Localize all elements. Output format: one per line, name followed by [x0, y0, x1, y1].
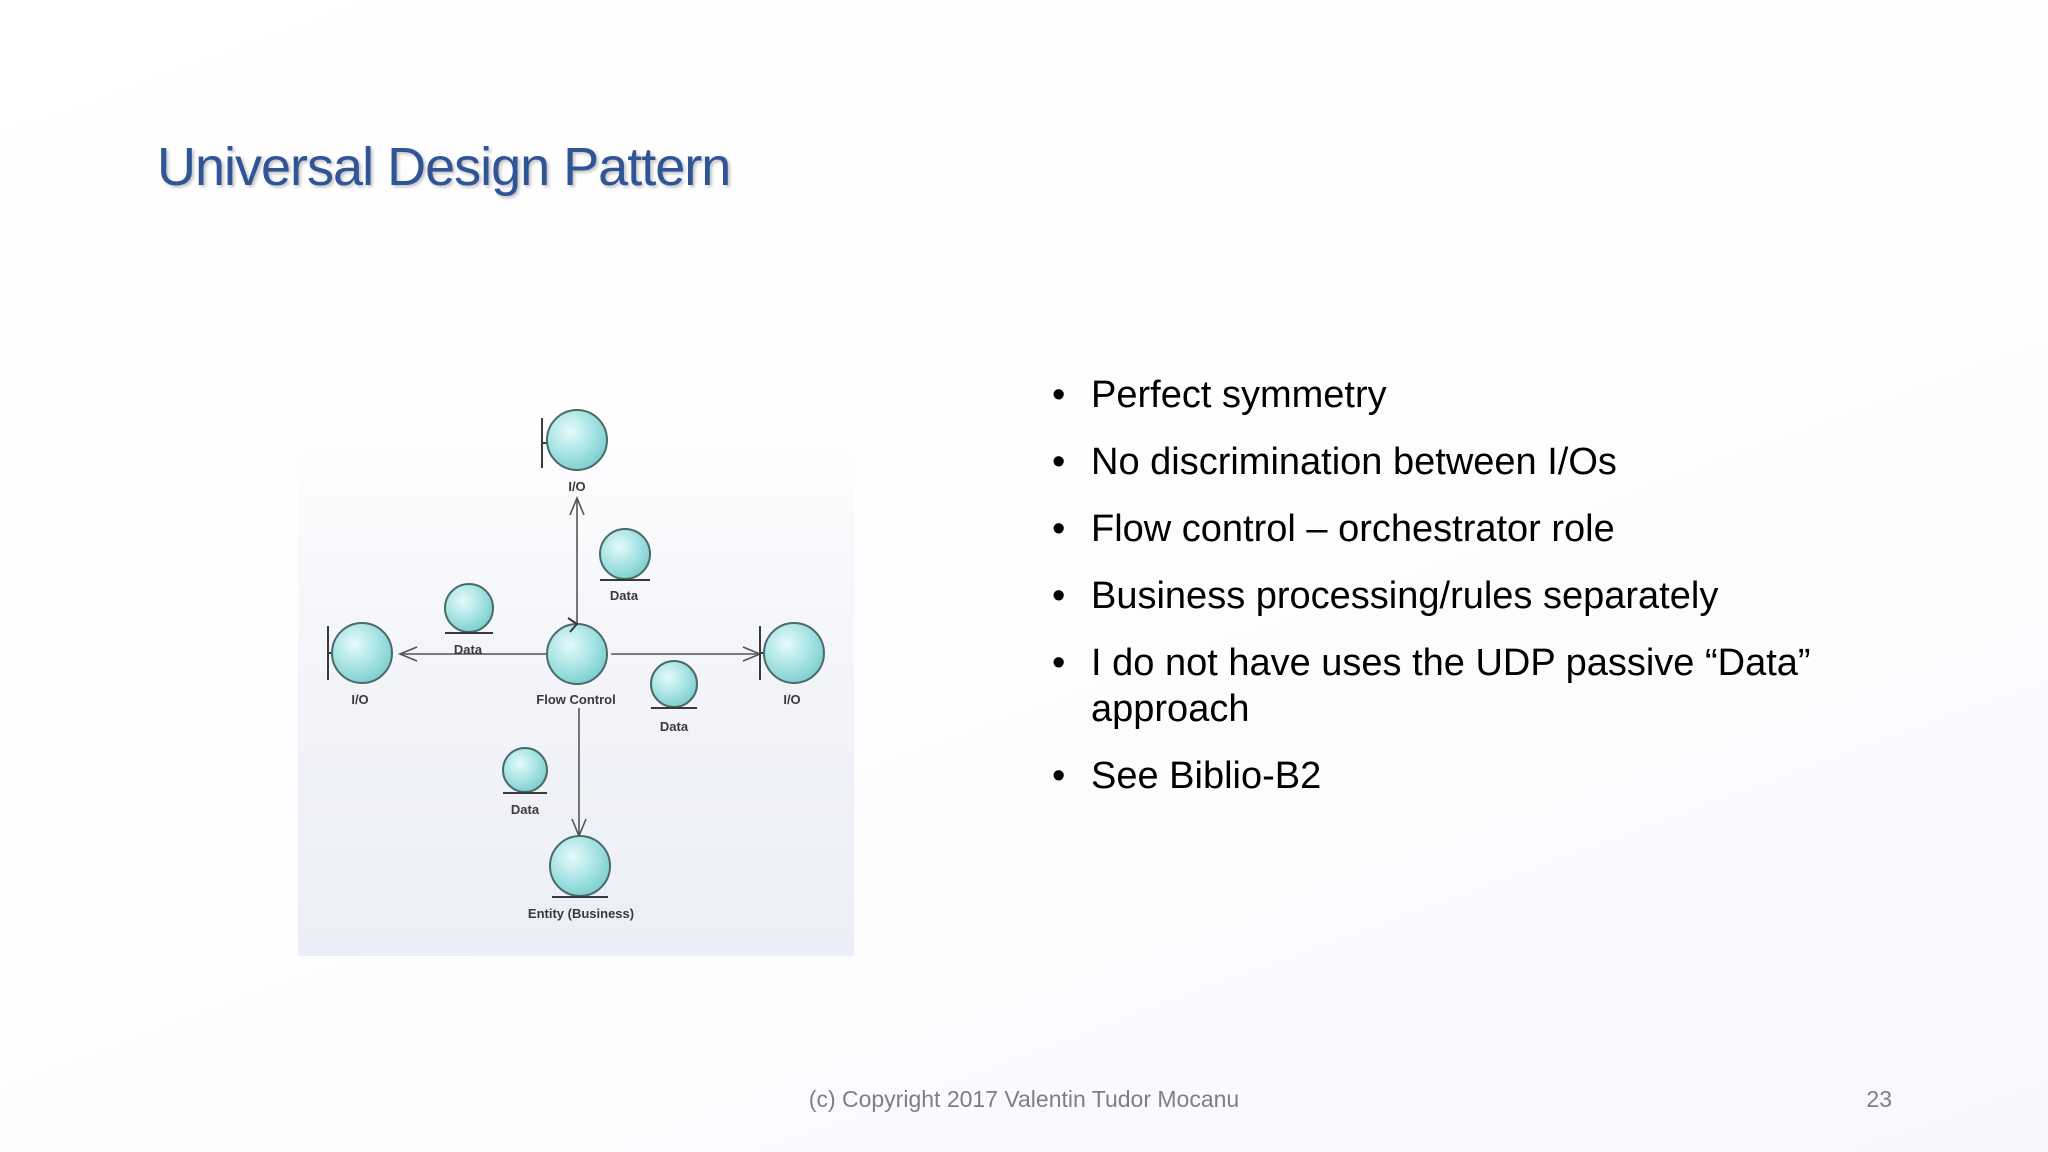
io-right-label: I/O [783, 692, 800, 707]
io-left-label: I/O [351, 692, 368, 707]
bullet-item: No discrimination between I/Os [1052, 439, 1952, 485]
io-top-node: I/O [541, 409, 608, 494]
flow-control-node: Flow Control [536, 617, 616, 707]
slide-title: Universal Design Pattern [157, 137, 731, 197]
copyright-footer: (c) Copyright 2017 Valentin Tudor Mocanu [808, 1086, 1240, 1112]
bullet-item: Perfect symmetry [1052, 372, 1952, 418]
data-label-2: Data [454, 642, 483, 657]
bullet-item: Business processing/rules separately [1052, 573, 1952, 619]
bullet-list: Perfect symmetry No discrimination betwe… [1052, 372, 1952, 820]
io-top-label: I/O [568, 479, 585, 494]
data-label-4: Data [511, 802, 540, 817]
data-node-3: Data [650, 660, 698, 734]
data-node-1: Data [599, 528, 651, 603]
io-left-node: I/O [327, 622, 393, 707]
bullet-item: I do not have uses the UDP passive “Data… [1052, 640, 1952, 732]
arrowhead-io-top [569, 495, 585, 516]
entity-business-node: Entity (Business) [528, 835, 634, 921]
data-label-3: Data [660, 719, 689, 734]
flow-control-label: Flow Control [536, 692, 615, 707]
diagram-canvas: I/O I/O I/O Flow Control Entity (Busines… [327, 409, 825, 921]
page-number: 23 [1866, 1086, 1892, 1112]
entity-business-label: Entity (Business) [528, 906, 634, 921]
data-label-1: Data [610, 588, 639, 603]
arrowhead-io-left [397, 646, 418, 662]
bullet-item: See Biblio-B2 [1052, 753, 1952, 799]
bullet-item: Flow control – orchestrator role [1052, 506, 1952, 552]
io-right-node: I/O [759, 622, 825, 707]
data-node-4: Data [502, 747, 548, 817]
data-node-2: Data [444, 583, 494, 657]
udp-diagram: I/O I/O I/O Flow Control Entity (Busines… [298, 396, 854, 956]
